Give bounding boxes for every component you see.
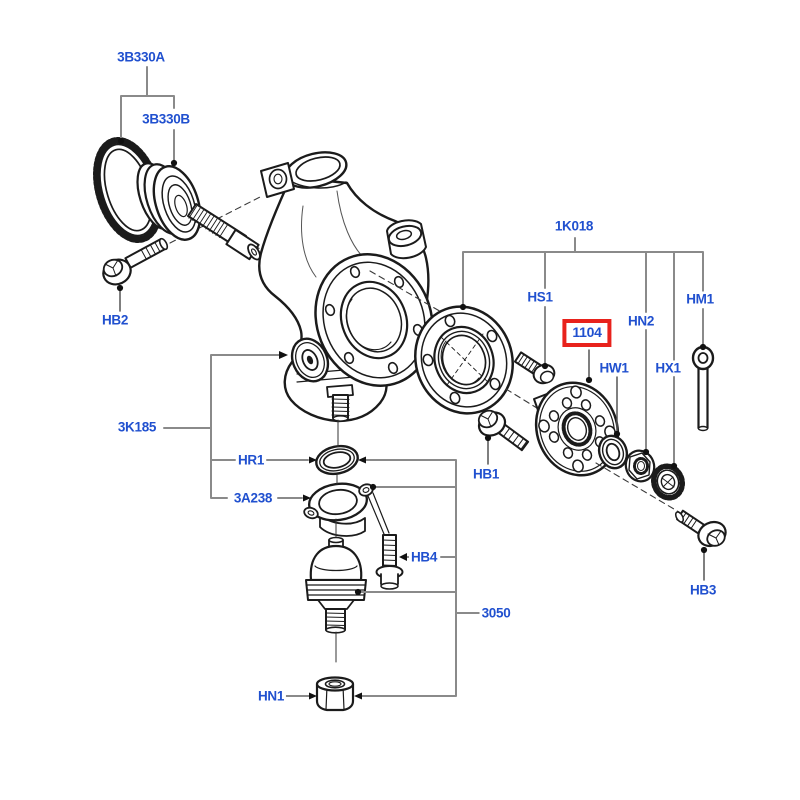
short-leader-lines <box>119 289 705 581</box>
part-label-hb3[interactable]: HB3 <box>687 582 719 598</box>
part-label-hw1[interactable]: HW1 <box>597 360 631 376</box>
part-ball-joint-3050 <box>305 536 367 634</box>
part-label-3a238[interactable]: 3A238 <box>231 490 275 506</box>
part-bolt-hs1 <box>514 351 556 385</box>
part-locknut-hx1 <box>651 463 685 501</box>
leader-dots <box>116 137 708 596</box>
part-drive-flange-1104 <box>533 381 620 477</box>
axis-dashed-mid <box>505 388 546 414</box>
part-label-1104[interactable]: 1104 <box>572 324 602 340</box>
part-nut-hn1 <box>315 676 355 712</box>
axis-dashed-right <box>595 462 680 513</box>
part-bolt-hb2 <box>102 237 169 286</box>
part-label-hn1[interactable]: HN1 <box>255 688 287 704</box>
part-label-3050[interactable]: 3050 <box>479 605 513 621</box>
part-label-hn2[interactable]: HN2 <box>625 313 657 329</box>
part-bolt-hb3 <box>674 509 727 548</box>
part-seal-hr1 <box>315 444 359 476</box>
part-hub-bearing <box>414 305 514 415</box>
part-cv-joint <box>136 162 202 241</box>
part-knuckle <box>258 151 434 423</box>
part-label-hb1[interactable]: HB1 <box>470 466 502 482</box>
part-seal-hw1 <box>597 434 629 470</box>
part-bolt-hb4 <box>375 534 404 590</box>
part-axle-shaft <box>187 203 261 261</box>
axis-dashed-hs1 <box>369 270 512 353</box>
part-label-hb4[interactable]: HB4 <box>408 549 440 565</box>
part-label-3k185[interactable]: 3K185 <box>115 419 159 435</box>
leader-arrows <box>279 351 407 700</box>
part-label-hm1[interactable]: HM1 <box>684 291 716 307</box>
part-label-1k018[interactable]: 1K018 <box>552 218 596 234</box>
part-bolt-hb1 <box>477 409 530 452</box>
part-pin-hm1 <box>691 345 715 432</box>
part-nut-hn2 <box>624 449 656 483</box>
part-label-hx1[interactable]: HX1 <box>653 360 683 376</box>
part-label-hb2[interactable]: HB2 <box>99 312 131 328</box>
part-retainer-3a238 <box>303 482 390 537</box>
part-label-3b330b[interactable]: 3B330B <box>140 111 192 127</box>
part-label-hr1[interactable]: HR1 <box>235 452 267 468</box>
highlight-box-1104[interactable]: 1104 <box>562 319 612 347</box>
part-label-3b330a[interactable]: 3B330A <box>115 49 167 65</box>
part-label-hs1[interactable]: HS1 <box>525 289 555 305</box>
leader-lines <box>120 66 704 697</box>
assembly-axis-lines <box>335 419 339 663</box>
